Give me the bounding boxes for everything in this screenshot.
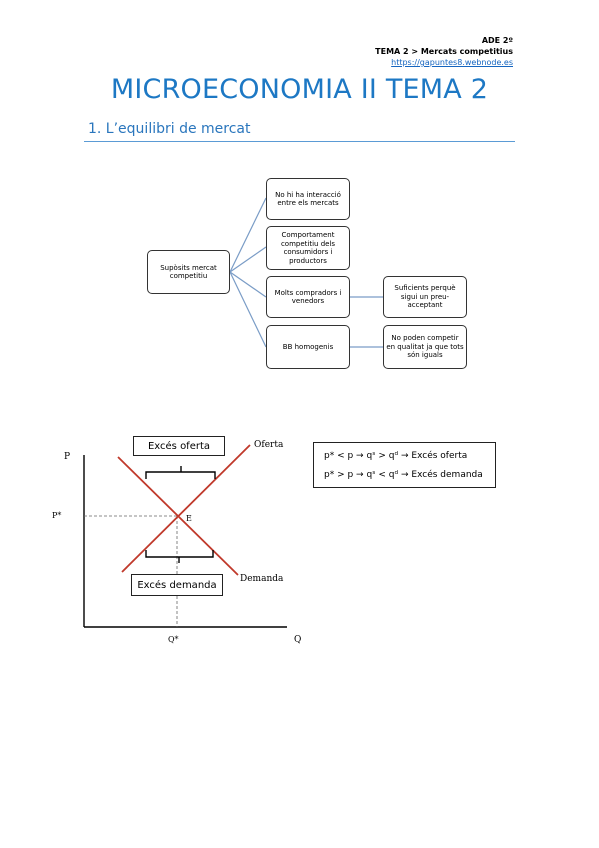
demand-label: Demanda — [240, 574, 284, 584]
diagram-root: Supòsits mercat competitiu — [147, 250, 230, 294]
diagram-branch-4: BB homogenis — [266, 325, 350, 369]
condition-excess-supply: p* < p → qˢ > qᵈ → Excés oferta — [324, 451, 468, 461]
section-heading: 1. L’equilibri de mercat — [88, 121, 251, 137]
q-axis-label: Q — [294, 635, 302, 645]
excess-supply-bracket — [145, 471, 216, 479]
header-course: ADE 2º — [481, 36, 513, 45]
conditions-box: p* < p → qˢ > qᵈ → Excés oferta p* > p →… — [313, 442, 496, 488]
header-topic: TEMA 2 > Mercats competitius — [375, 47, 513, 56]
connector-2 — [229, 246, 267, 273]
connector-1 — [229, 197, 267, 273]
connector-4 — [229, 271, 267, 348]
diagram-leaf-2: No poden competir en qualitat ja que tot… — [383, 325, 467, 369]
supply-label: Oferta — [254, 440, 284, 450]
condition-excess-demand: p* > p → qˢ < qᵈ → Excés demanda — [324, 470, 483, 480]
p-star-label: P* — [52, 511, 62, 520]
connector-3 — [229, 271, 267, 298]
diagram-leaf-1: Suficients perquè sigui un preu-acceptan… — [383, 276, 467, 318]
diagram-branch-1: No hi ha interacció entre els mercats — [266, 178, 350, 220]
header-link[interactable]: https://gapuntes8.webnode.es — [391, 58, 513, 67]
excess-demand-bracket — [145, 550, 214, 558]
diagram-branch-2: Comportament competitiu dels consumidors… — [266, 226, 350, 270]
q-star-label: Q* — [168, 635, 179, 644]
p-axis-label: P — [64, 452, 71, 462]
equilibrium-label: E — [186, 514, 192, 523]
excess-demand-label: Excés demanda — [131, 574, 223, 596]
supply-curve — [121, 444, 251, 573]
excess-supply-label: Excés oferta — [133, 436, 225, 456]
heading-rule — [84, 141, 515, 142]
page-title: MICROECONOMIA II TEMA 2 — [110, 74, 489, 105]
diagram-branch-3: Molts compradors i venedors — [266, 276, 350, 318]
